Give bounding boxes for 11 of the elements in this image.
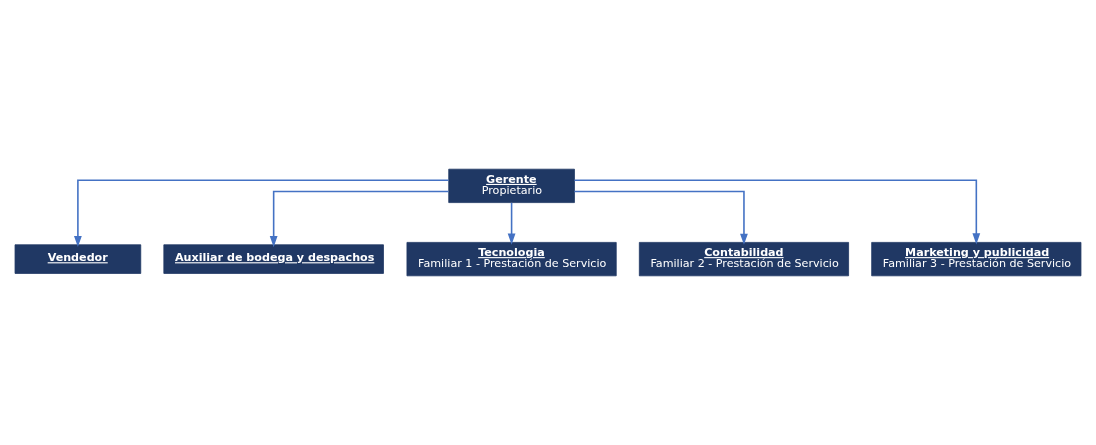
- arrow: [74, 179, 450, 248]
- node-box: Auxiliar de bodega y despachos: [163, 244, 384, 274]
- node-box: Gerente Propietario: [448, 168, 575, 203]
- node-box: Tecnologia Familiar 1 - Prestación de Servicio: [406, 242, 617, 277]
- arrow: [269, 190, 450, 248]
- arrow: [573, 179, 981, 245]
- node-box: Vendedor: [14, 244, 142, 274]
- node-box: Marketing y publicidad Familiar 3 - Prestación de Servicio: [871, 242, 1082, 277]
- node-box: Contabilidad Familiar 2 - Prestación de Servicio: [638, 242, 849, 277]
- arrow: [507, 202, 516, 245]
- arrow: [573, 190, 748, 245]
